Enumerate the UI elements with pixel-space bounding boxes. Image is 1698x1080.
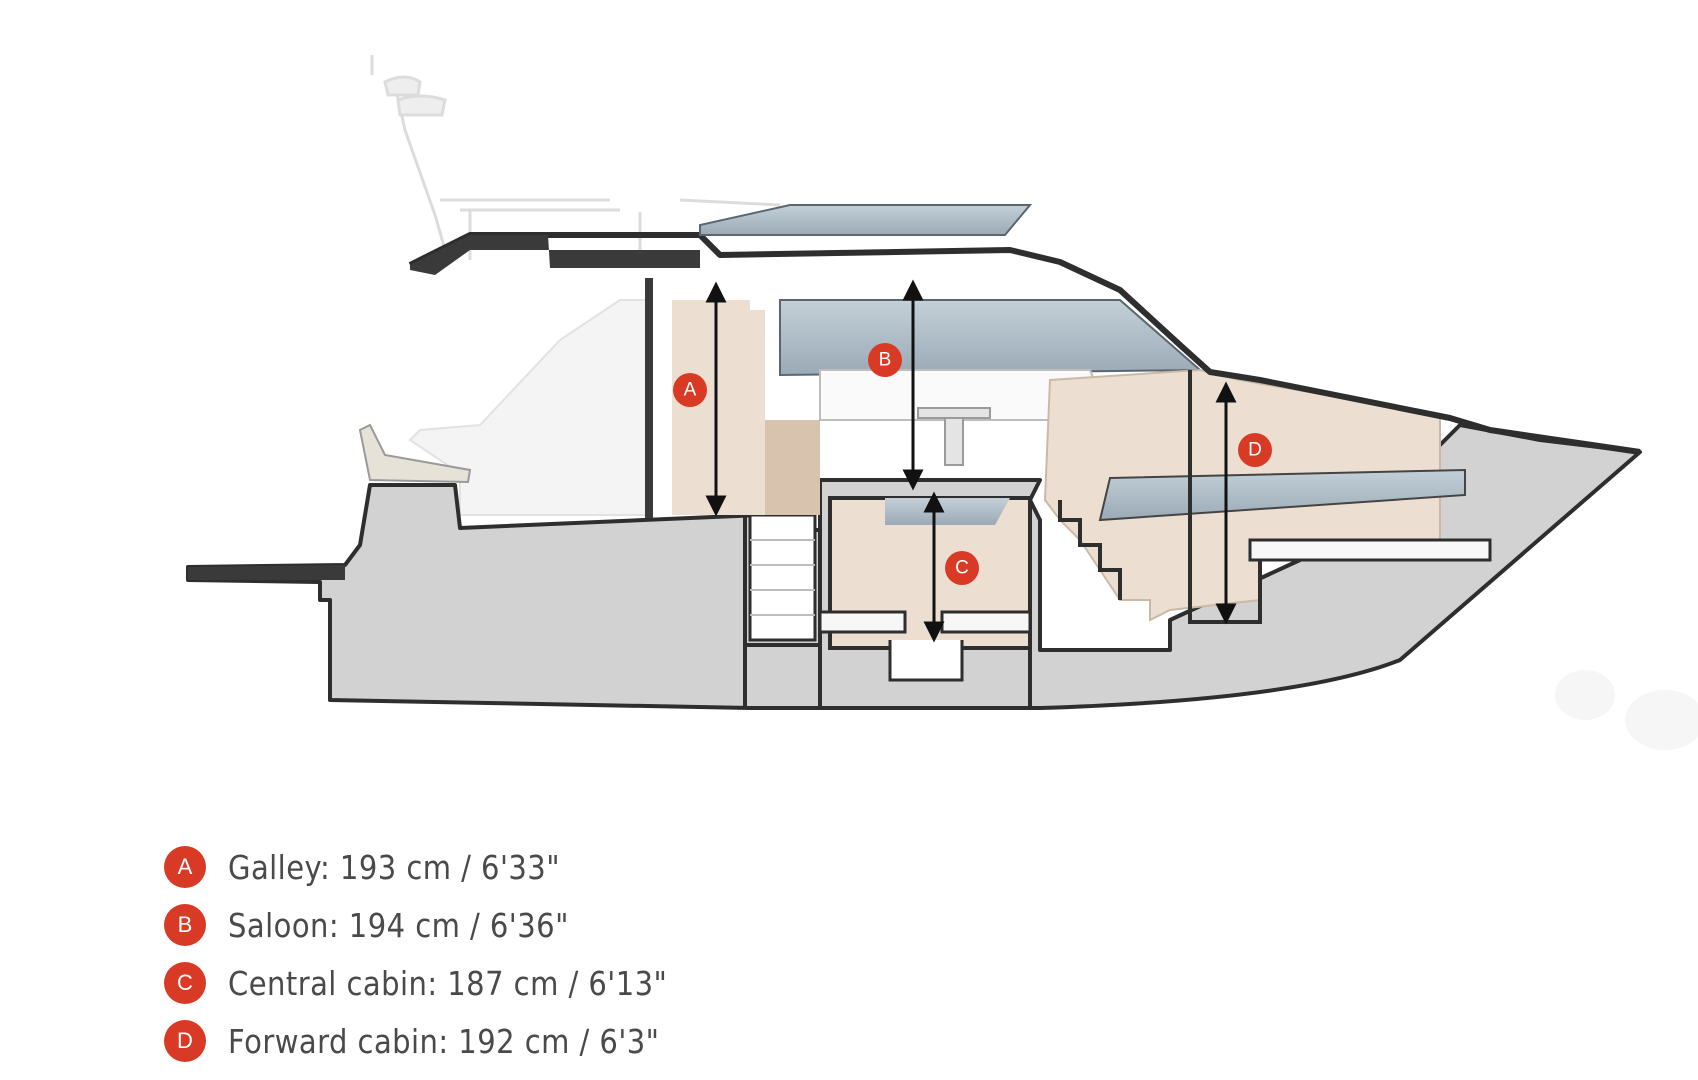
legend-badge-b: B — [164, 904, 206, 946]
aft-pillar — [645, 278, 653, 518]
legend-badge-d: D — [164, 1020, 206, 1062]
flybridge-windshield — [699, 204, 1033, 236]
marker-b-letter: B — [879, 350, 892, 371]
marker-c-letter: C — [955, 558, 969, 579]
legend-item-forward-cabin: D Forward cabin: 192 cm / 6'3" — [164, 1012, 864, 1070]
saloon-interior — [672, 299, 1203, 515]
marker-a-letter: A — [684, 380, 697, 401]
legend-text-saloon: Saloon: 194 cm / 6'36" — [228, 905, 569, 945]
marker-d-letter: D — [1248, 440, 1262, 461]
legend: A Galley: 193 cm / 6'33" B Saloon: 194 c… — [164, 838, 864, 1070]
arch-structure — [370, 55, 781, 261]
cockpit-seat — [358, 423, 472, 484]
legend-item-central-cabin: C Central cabin: 187 cm / 6'13" — [164, 954, 864, 1012]
marker-b: B — [868, 343, 902, 377]
measurement-arrows — [705, 279, 1237, 643]
decorative-shapes — [1555, 670, 1698, 750]
marker-c: C — [945, 551, 979, 585]
legend-badge-a: A — [164, 846, 206, 888]
marker-a: A — [673, 373, 707, 407]
legend-text-central-cabin: Central cabin: 187 cm / 6'13" — [228, 963, 668, 1003]
legend-text-forward-cabin: Forward cabin: 192 cm / 6'3" — [228, 1021, 660, 1061]
swim-platform — [188, 565, 345, 580]
cockpit-area — [408, 299, 651, 516]
marker-d: D — [1238, 433, 1272, 467]
legend-text-galley: Galley: 193 cm / 6'33" — [228, 847, 561, 887]
legend-item-galley: A Galley: 193 cm / 6'33" — [164, 838, 864, 896]
legend-badge-c: C — [164, 962, 206, 1004]
stairs — [748, 513, 817, 642]
flybridge-roof — [410, 235, 700, 275]
legend-item-saloon: B Saloon: 194 cm / 6'36" — [164, 896, 864, 954]
